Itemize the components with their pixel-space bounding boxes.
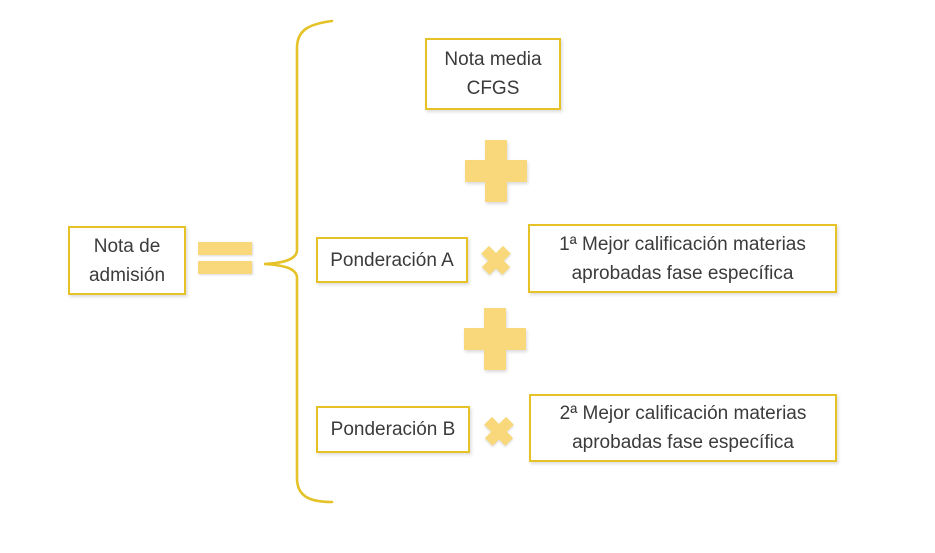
ponderacion-b-label: Ponderación B bbox=[330, 419, 456, 440]
equals-icon bbox=[198, 242, 252, 274]
plus-icon bbox=[465, 140, 527, 202]
grade-box-second-best: 2ª Mejor calificación materias aprobadas… bbox=[529, 394, 837, 462]
term-box-nota-media-cfgs: Nota media CFGS bbox=[425, 38, 561, 110]
cfgs-line2: CFGS bbox=[466, 78, 520, 99]
grade1-line1: 1ª Mejor calificación materias bbox=[559, 233, 806, 255]
result-line1: Nota de bbox=[93, 235, 161, 257]
multiply-icon bbox=[478, 410, 520, 452]
brace-path bbox=[263, 19, 334, 504]
plus-icon bbox=[464, 308, 526, 370]
weight-box-ponderacion-b: Ponderación B bbox=[316, 406, 470, 453]
result-line2: admisión bbox=[88, 264, 166, 286]
plus-icon-horizontal-bar bbox=[464, 328, 526, 350]
grade2-line2: aprobadas fase específica bbox=[572, 432, 794, 453]
multiply-icon bbox=[475, 239, 517, 281]
cfgs-line1: Nota media bbox=[444, 49, 542, 70]
equals-bottom-bar bbox=[198, 261, 252, 274]
result-box-nota-admision: Nota de admisión bbox=[68, 226, 186, 295]
equals-top-bar bbox=[198, 242, 252, 255]
plus-icon-horizontal-bar bbox=[465, 160, 527, 182]
grade2-line1: 2ª Mejor calificación materias bbox=[559, 403, 807, 424]
left-curly-brace-icon bbox=[263, 19, 334, 504]
grade-box-first-best: 1ª Mejor calificación materias aprobadas… bbox=[528, 224, 837, 293]
weight-box-ponderacion-a: Ponderación A bbox=[316, 237, 468, 283]
grade1-line2: aprobadas fase específica bbox=[571, 262, 794, 284]
ponderacion-a-label: Ponderación A bbox=[330, 249, 454, 271]
